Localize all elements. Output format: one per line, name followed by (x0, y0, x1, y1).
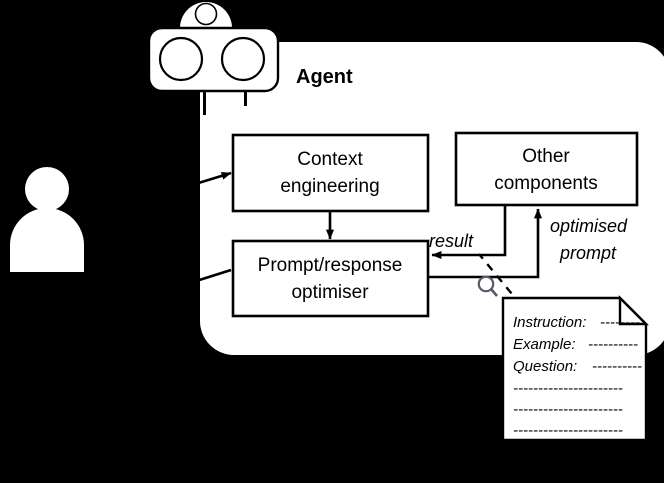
node-prompt-response-optimiser[interactable]: Prompt/response optimiser (231, 239, 430, 318)
robot-agent-icon (147, 2, 280, 115)
doc-blank-line-1: ---------------------- (513, 380, 623, 397)
doc-blank-line-2: ---------------------- (513, 401, 623, 418)
node-context-engineering-line1: Context (297, 149, 363, 170)
edge-inspect-dashed-link (478, 253, 522, 306)
edge-other-to-optimiser: result (429, 205, 507, 259)
doc-blank-line-3: ---------------------- (513, 422, 623, 439)
magnifier-icon (477, 275, 498, 297)
agent-panel-title: Agent (296, 66, 353, 88)
edge-optimiser-to-user (192, 268, 232, 284)
edge-optimiser-to-other: optimised prompt (428, 208, 628, 279)
node-prompt-response-optimiser-line2: optimiser (291, 282, 369, 303)
doc-dashes-example: ---------- (588, 336, 638, 353)
doc-label-question: Question: (513, 358, 577, 375)
user-person-icon (10, 167, 84, 272)
prompt-document[interactable]: Instruction: -------- Example: ---------… (501, 295, 649, 442)
node-other-components-line1: Other (522, 146, 570, 167)
doc-line-example: Example: ---------- (513, 336, 638, 353)
node-other-components[interactable]: Other components (454, 131, 639, 207)
doc-label-example: Example: (513, 336, 576, 353)
edge-label-result: result (429, 231, 474, 251)
doc-line-instruction: Instruction: -------- (513, 314, 640, 331)
node-context-engineering-line2: engineering (280, 176, 379, 197)
node-other-components-line2: components (494, 173, 598, 194)
node-prompt-response-optimiser-line1: Prompt/response (258, 255, 403, 276)
edge-user-to-context (191, 171, 232, 187)
edge-label-optimised: optimised (550, 216, 628, 236)
edge-label-prompt: prompt (559, 243, 617, 263)
doc-dashes-question: ---------- (592, 358, 642, 375)
doc-dashes-instruction: -------- (600, 314, 640, 331)
doc-label-instruction: Instruction: (513, 314, 586, 331)
doc-line-question: Question: ---------- (513, 358, 642, 375)
node-context-engineering[interactable]: Context engineering (231, 133, 430, 213)
